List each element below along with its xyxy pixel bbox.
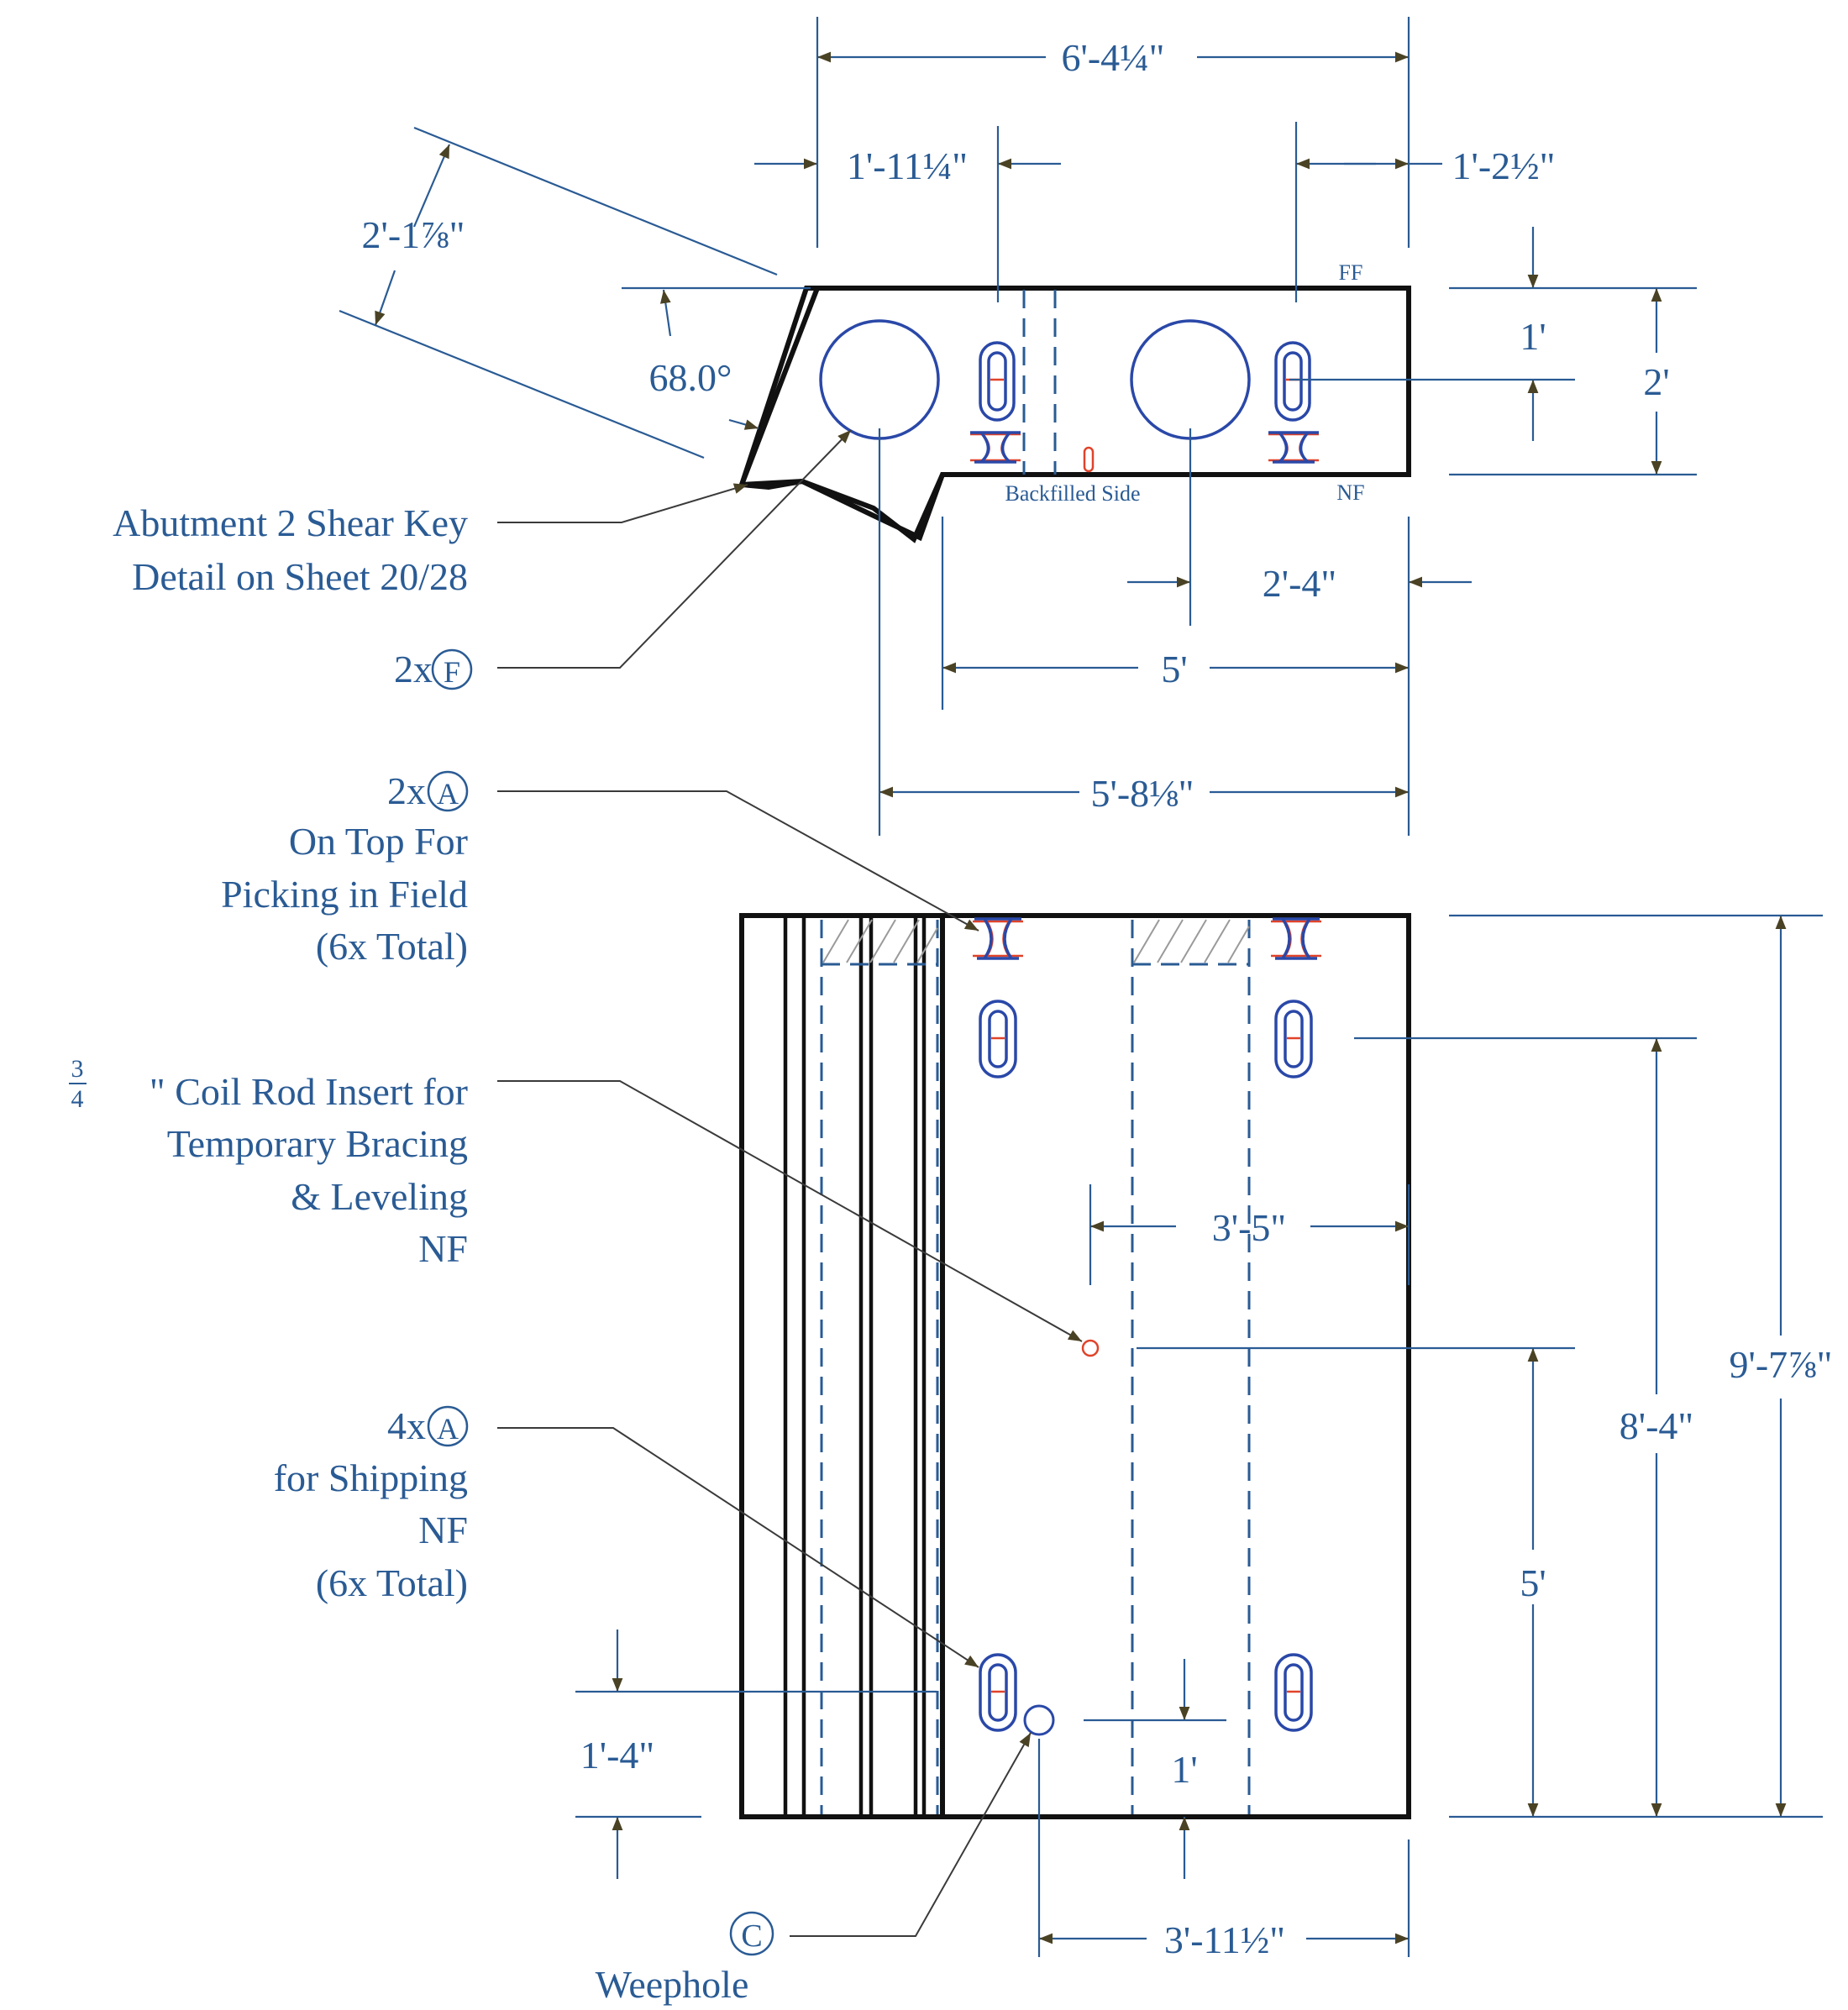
- rod-circle-left: [819, 319, 940, 440]
- dim-overall-bottom: 5'-8⅛": [1091, 772, 1194, 815]
- dim-slot-height: 8'-4": [1620, 1404, 1693, 1447]
- dim-bottom-slot: 1'-4": [580, 1734, 654, 1776]
- callout-shear-key: Abutment 2 Shear Key Detail on Sheet 20/…: [113, 483, 748, 598]
- callout-a-top: 2x A On Top For Picking in Field (6x Tot…: [221, 769, 979, 968]
- slot-icon: [1274, 1000, 1313, 1078]
- rod-circle-right: [1130, 319, 1251, 440]
- callout-shear-key-line1: Abutment 2 Shear Key: [113, 501, 468, 544]
- callout-a-ship-symbol: A: [437, 1412, 459, 1446]
- hatch-block: [822, 919, 938, 963]
- a-symbol-circle: [427, 1405, 469, 1447]
- slot-icon: [979, 1000, 1017, 1078]
- lifting-insert-icon: [1268, 431, 1319, 464]
- a-symbol-circle: [427, 770, 469, 812]
- callout-coil-rod: 3 4 " Coil Rod Insert for Temporary Brac…: [69, 1055, 1083, 1342]
- lifting-insert-icon: [973, 917, 1023, 960]
- coil-fraction-num: 3: [71, 1055, 84, 1083]
- dim-rod-offset: 2'-4": [1263, 562, 1336, 605]
- dim-coil-height: 5': [1520, 1561, 1546, 1604]
- callout-coil-line4: NF: [418, 1227, 468, 1270]
- coil-fraction-den: 4: [71, 1085, 84, 1113]
- ff-label: FF: [1339, 260, 1363, 285]
- dim-weephole-offset: 3'-11½": [1164, 1918, 1285, 1961]
- slot-icon: [979, 341, 1016, 422]
- dim-overall-top: 6'-4¼": [1062, 36, 1165, 79]
- dim-five-ft: 5': [1161, 648, 1187, 690]
- backfill-marker: [1083, 446, 1095, 473]
- weephole-icon: [1023, 1704, 1055, 1736]
- coil-rod-insert-icon: [1081, 1339, 1100, 1357]
- dim-skew-width: 2'-1⅞": [362, 213, 465, 256]
- dim-thickness: 2': [1643, 360, 1669, 403]
- dim-weephole-height: 1': [1171, 1748, 1197, 1791]
- callout-a-top-line2: On Top For: [289, 820, 468, 863]
- callout-coil-line3: & Leveling: [291, 1175, 468, 1218]
- slot-icon: [979, 1653, 1017, 1732]
- callout-coil-line2: Temporary Bracing: [167, 1122, 468, 1165]
- hatch-block: [1133, 919, 1250, 963]
- dim-overall-height: 9'-7⅞": [1730, 1343, 1833, 1386]
- c-symbol-circle: [729, 1911, 774, 1956]
- f-symbol-circle: [431, 648, 473, 690]
- dim-slot-offset: 1': [1520, 315, 1546, 358]
- callout-a-ship-line4: (6x Total): [316, 1561, 468, 1604]
- dim-left-top: 1'-11¼": [847, 144, 968, 187]
- callout-a-top-count: 2x: [387, 769, 426, 812]
- callout-a-ship-line2: for Shipping: [274, 1456, 468, 1499]
- plan-view: Backfilled Side FF NF 6'-4¼" 1'-11¼" 1'-…: [339, 17, 1697, 836]
- dim-right-top: 1'-2½": [1452, 144, 1556, 187]
- callout-a-top-symbol: A: [437, 777, 459, 811]
- callout-weephole: C Weephole: [596, 1732, 1032, 2006]
- lifting-insert-icon: [1271, 917, 1321, 960]
- slot-icon: [1274, 1653, 1313, 1732]
- slot-icon: [1274, 341, 1311, 422]
- callout-weephole-symbol: C: [741, 1918, 762, 1954]
- nf-label: NF: [1336, 480, 1364, 505]
- callout-a-ship: 4x A for Shipping NF (6x Total): [274, 1404, 979, 1668]
- callout-weephole-label: Weephole: [596, 1963, 749, 2006]
- callout-a-top-line3: Picking in Field: [221, 873, 468, 916]
- callout-a-top-line4: (6x Total): [316, 925, 468, 968]
- callout-coil-line1: " Coil Rod Insert for: [150, 1070, 468, 1113]
- callout-f-count: 2x: [394, 648, 433, 690]
- shear-key-notch: [739, 286, 945, 543]
- callout-f-symbol: F: [444, 655, 460, 689]
- backfill-label: Backfilled Side: [1005, 481, 1140, 506]
- dim-angle: 68.0°: [649, 356, 732, 399]
- lifting-insert-icon: [970, 431, 1021, 464]
- elevation-outline: [739, 913, 1411, 1819]
- callout-shear-key-line2: Detail on Sheet 20/28: [132, 555, 468, 598]
- dim-coil-offset: 3'-5": [1212, 1206, 1286, 1249]
- callout-f-bars: 2x F: [394, 429, 852, 690]
- callout-a-ship-count: 4x: [387, 1404, 426, 1447]
- callout-a-ship-line3: NF: [418, 1509, 468, 1551]
- elevation-view: 3'-5" 9'-7⅞" 8'-4" 5' 1'-4" 1' 3'-11½": [575, 913, 1833, 1961]
